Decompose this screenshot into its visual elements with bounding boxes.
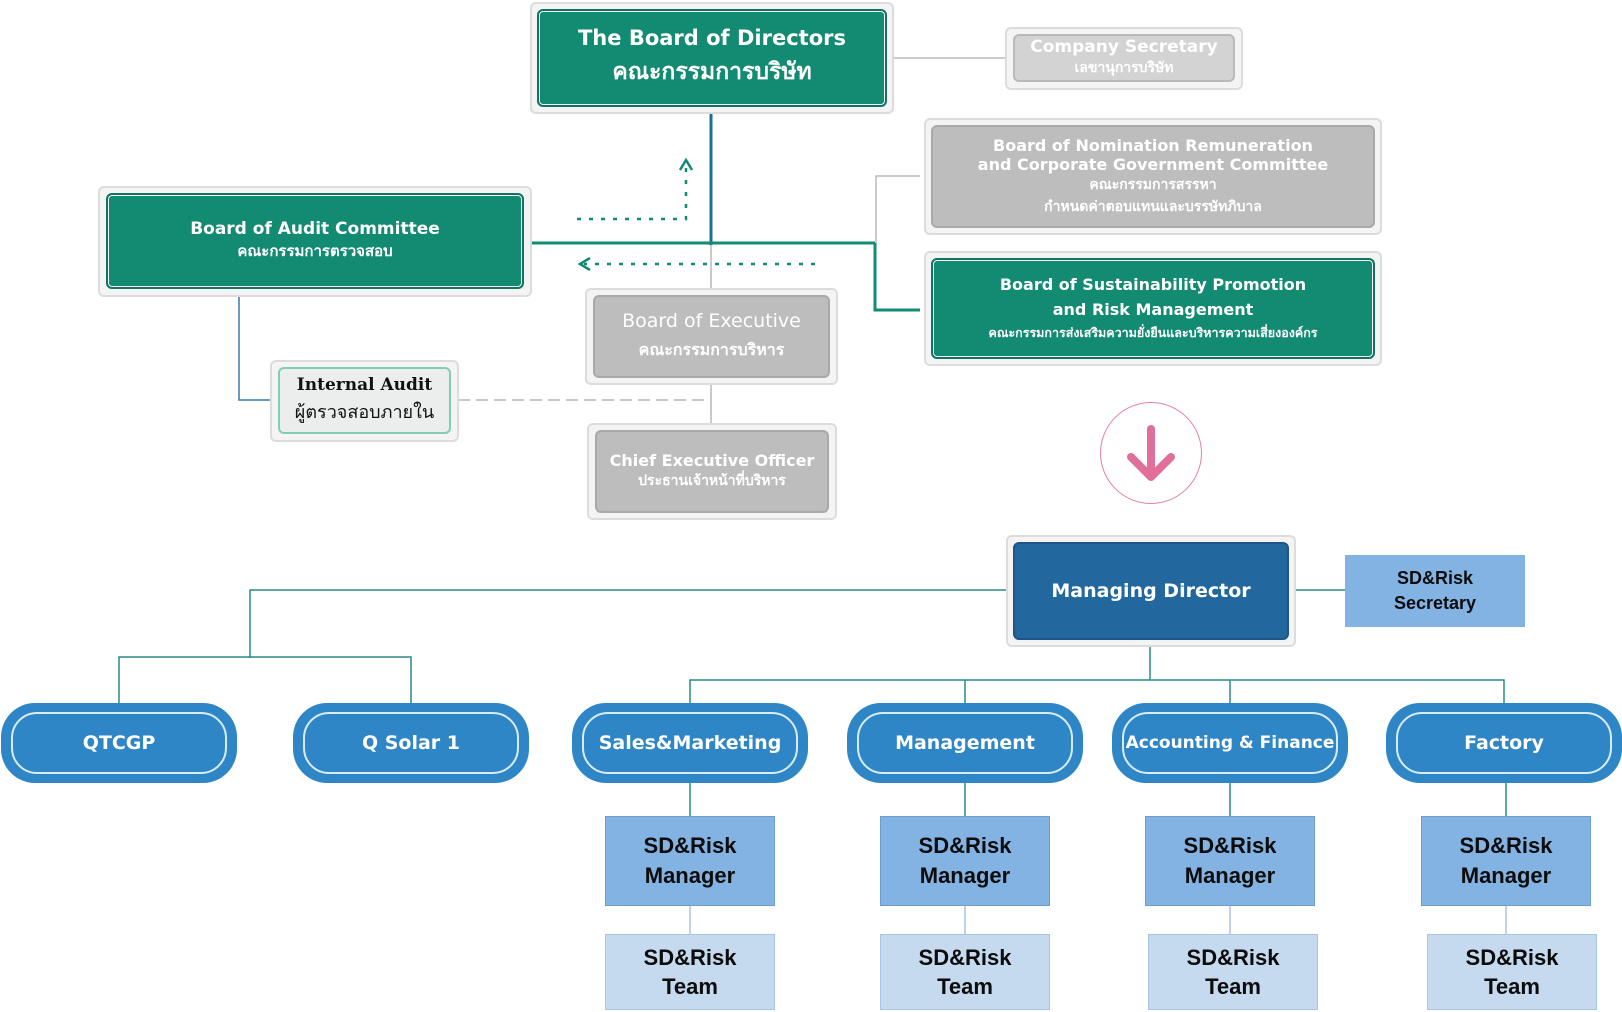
manager-line2: Manager	[1184, 863, 1276, 888]
team-line2: Team	[1205, 973, 1261, 999]
department-label: Management	[895, 732, 1035, 754]
audit-th-label: คณะกรรมการตรวจสอบ	[237, 242, 393, 260]
department-management[interactable]: Management	[847, 703, 1083, 783]
sd-risk-secretary-box[interactable]: SD&Risk Secretary	[1345, 555, 1525, 627]
subsidiary-label: QTCGP	[82, 732, 156, 754]
manager-line1: SD&Risk	[918, 833, 1012, 858]
nomination-committee-box[interactable]: Board of Nomination Remuneration and Cor…	[931, 125, 1375, 228]
sd-risk-team-box[interactable]: SD&Risk Team	[605, 934, 775, 1010]
team-line2: Team	[662, 973, 718, 999]
connector	[873, 243, 920, 312]
team-line1: SD&Risk	[1186, 944, 1280, 970]
department-label: Sales&Marketing	[598, 732, 782, 754]
directors-en-label: The Board of Directors	[577, 26, 846, 50]
sd-risk-manager-box[interactable]: SD&Risk Manager	[1145, 816, 1315, 906]
board-of-directors-box[interactable]: The Board of Directors คณะกรรมการบริษัท	[537, 9, 887, 107]
department-accounting-finance[interactable]: Accounting & Finance	[1112, 703, 1348, 783]
board-of-executive-box[interactable]: Board of Executive คณะกรรมการบริหาร	[593, 295, 830, 378]
sd-secretary-line1: SD&Risk	[1396, 568, 1474, 588]
sustainability-th-label: คณะกรรมการส่งเสริมความยั่งยืนและบริหารคว…	[988, 324, 1318, 340]
department-factory[interactable]: Factory	[1386, 703, 1622, 783]
dashed-arrow	[577, 164, 688, 221]
connector	[875, 175, 920, 243]
team-line1: SD&Risk	[918, 944, 1012, 970]
internal-audit-th-label: ผู้ตรวจสอบภายใน	[294, 402, 435, 423]
sustainability-en2-label: and Risk Management	[1052, 299, 1254, 319]
sd-risk-manager-box[interactable]: SD&Risk Manager	[1421, 816, 1591, 906]
sd-secretary-line2: Secretary	[1393, 593, 1477, 613]
arrow-head-left	[577, 256, 591, 272]
sd-risk-team-box[interactable]: SD&Risk Team	[880, 934, 1050, 1010]
team-line2: Team	[1484, 973, 1540, 999]
audit-committee-box[interactable]: Board of Audit Committee คณะกรรมการตรวจส…	[106, 193, 524, 289]
team-line1: SD&Risk	[1465, 944, 1559, 970]
ceo-en-label: Chief Executive Officer	[609, 451, 815, 470]
managing-director-box[interactable]: Managing Director	[1013, 542, 1289, 640]
sustainability-en1-label: Board of Sustainability Promotion	[999, 274, 1307, 294]
secretary-th-label: เลขานุการบริษัท	[1074, 60, 1174, 76]
ceo-box[interactable]: Chief Executive Officer ประธานเจ้าหน้าที…	[595, 430, 829, 513]
manager-line1: SD&Risk	[643, 833, 737, 858]
subsidiary-qtcgp[interactable]: QTCGP	[1, 703, 237, 783]
executive-en-label: Board of Executive	[622, 310, 801, 332]
manager-line1: SD&Risk	[1459, 833, 1553, 858]
ceo-th-label: ประธานเจ้าหน้าที่บริหาร	[638, 473, 786, 489]
department-label: Factory	[1464, 732, 1544, 754]
subsidiary-q-solar-1[interactable]: Q Solar 1	[293, 703, 529, 783]
nomination-th2-label: กำหนดค่าตอบแทนและบรรษัทภิบาล	[1044, 198, 1262, 215]
audit-en-label: Board of Audit Committee	[190, 219, 440, 239]
secretary-en-label: Company Secretary	[1030, 37, 1218, 57]
internal-audit-box[interactable]: Internal Audit ผู้ตรวจสอบภายใน	[278, 367, 451, 434]
department-sales-marketing[interactable]: Sales&Marketing	[572, 703, 808, 783]
internal-audit-en-label: Internal Audit	[296, 375, 433, 395]
nomination-en1-label: Board of Nomination Remuneration	[993, 135, 1313, 155]
sd-risk-manager-box[interactable]: SD&Risk Manager	[880, 816, 1050, 906]
sd-risk-manager-box[interactable]: SD&Risk Manager	[605, 816, 775, 906]
team-line1: SD&Risk	[643, 944, 737, 970]
manager-line2: Manager	[1460, 863, 1552, 888]
connector	[249, 589, 1006, 658]
nomination-en2-label: and Corporate Government Committee	[977, 154, 1329, 174]
sd-risk-team-box[interactable]: SD&Risk Team	[1148, 934, 1318, 1010]
md-label: Managing Director	[1051, 580, 1251, 602]
manager-line2: Manager	[644, 863, 736, 888]
company-secretary-box[interactable]: Company Secretary เลขานุการบริษัท	[1013, 34, 1235, 82]
nomination-th1-label: คณะกรรมการสรรหา	[1089, 176, 1217, 193]
directors-th-label: คณะกรรมการบริษัท	[612, 59, 812, 85]
manager-line2: Manager	[919, 863, 1011, 888]
team-line2: Team	[937, 973, 993, 999]
connector	[238, 297, 276, 401]
arrow-head-up	[678, 157, 694, 171]
subsidiary-label: Q Solar 1	[361, 732, 461, 754]
department-label: Accounting & Finance	[1125, 733, 1335, 753]
manager-line1: SD&Risk	[1183, 833, 1277, 858]
sustainability-committee-box[interactable]: Board of Sustainability Promotion and Ri…	[931, 258, 1375, 359]
executive-th-label: คณะกรรมการบริหาร	[638, 340, 785, 359]
sd-risk-team-box[interactable]: SD&Risk Team	[1427, 934, 1597, 1010]
arrow-down-icon	[1100, 402, 1202, 504]
connector	[689, 679, 1505, 703]
connector	[118, 656, 412, 703]
